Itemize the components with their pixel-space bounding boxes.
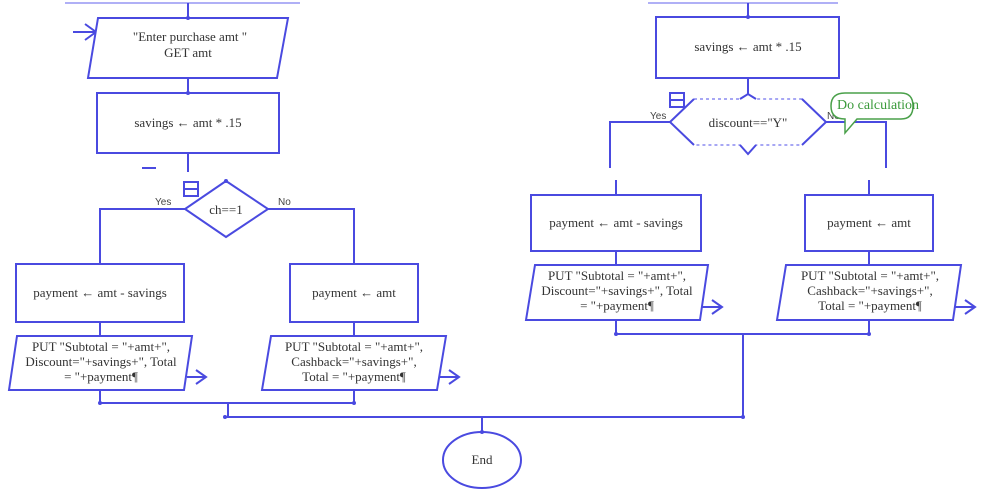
decision-ch-diamond[interactable]: ch==1 [183,179,270,239]
output-line2: Cashback="+savings+", [807,283,932,298]
collapse-toggle-icon[interactable] [183,181,199,197]
right-yes-output-shape[interactable]: PUT "Subtotal = "+amt+", Discount="+savi… [524,264,710,321]
output-line3: = "+payment¶ [64,369,138,384]
decision-discount-hexagon[interactable]: discount=="Y" [668,92,828,156]
output-arrow-icon [702,299,724,315]
right-yes-assign-box[interactable]: payment ← amt - savings [530,194,702,252]
savings-text: savings ← amt * .15 [134,115,241,130]
right-no-assign-box[interactable]: payment ← amt [804,194,934,252]
left-no-assign-box[interactable]: payment ← amt [289,263,419,323]
output-line2: Cashback="+savings+", [291,354,416,369]
no-label: No [278,197,291,208]
collapse-toggle-icon[interactable] [669,92,685,108]
yes-branch-line [99,208,185,263]
output-line2: Discount="+savings+", Total [541,283,693,298]
no-label: No [827,111,840,122]
entry-arrow-icon [73,23,98,41]
decision-text: ch==1 [209,202,242,217]
output-arrow-icon [439,369,461,385]
output-arrow-icon [955,299,977,315]
assign-text: payment ← amt [827,215,911,230]
comment-bubble[interactable]: Do calculation [830,92,919,136]
savings-text: savings ← amt * .15 [694,39,801,54]
end-text: End [472,452,493,467]
input-shape[interactable]: "Enter purchase amt " GET amt [86,17,290,79]
no-branch-line [268,208,355,263]
comment-text: Do calculation [837,98,919,113]
left-no-output-shape[interactable]: PUT "Subtotal = "+amt+", Cashback="+savi… [260,335,448,391]
connector-dots [98,15,871,434]
no-branch-line [826,121,887,168]
yes-label: Yes [650,111,666,122]
yes-label: Yes [155,197,171,208]
yes-branch-line [609,121,670,168]
output-line1: PUT "Subtotal = "+amt+", [285,339,423,354]
assign-text: payment ← amt [312,285,396,300]
left-yes-output-shape[interactable]: PUT "Subtotal = "+amt+", Discount="+savi… [7,335,194,391]
savings-process-box[interactable]: savings ← amt * .15 [96,92,280,154]
right-savings-process-box[interactable]: savings ← amt * .15 [655,16,840,79]
output-line1: PUT "Subtotal = "+amt+", [801,268,939,283]
output-line3: = "+payment¶ [580,298,654,313]
right-no-output-shape[interactable]: PUT "Subtotal = "+amt+", Cashback="+savi… [775,264,963,321]
output-line2: Discount="+savings+", Total [25,354,177,369]
output-line1: PUT "Subtotal = "+amt+", [32,339,170,354]
output-line3: Total = "+payment¶ [302,369,406,384]
decision-text: discount=="Y" [709,115,788,130]
assign-text: payment ← amt - savings [33,285,167,300]
assign-text: payment ← amt - savings [549,215,683,230]
output-line3: Total = "+payment¶ [818,298,922,313]
left-yes-assign-box[interactable]: payment ← amt - savings [15,263,185,323]
input-text-line2: GET amt [164,45,212,60]
end-terminal[interactable]: End [442,431,522,489]
output-line1: PUT "Subtotal = "+amt+", [548,268,686,283]
output-arrow-icon [187,369,208,385]
input-text-line1: "Enter purchase amt " [133,29,247,44]
